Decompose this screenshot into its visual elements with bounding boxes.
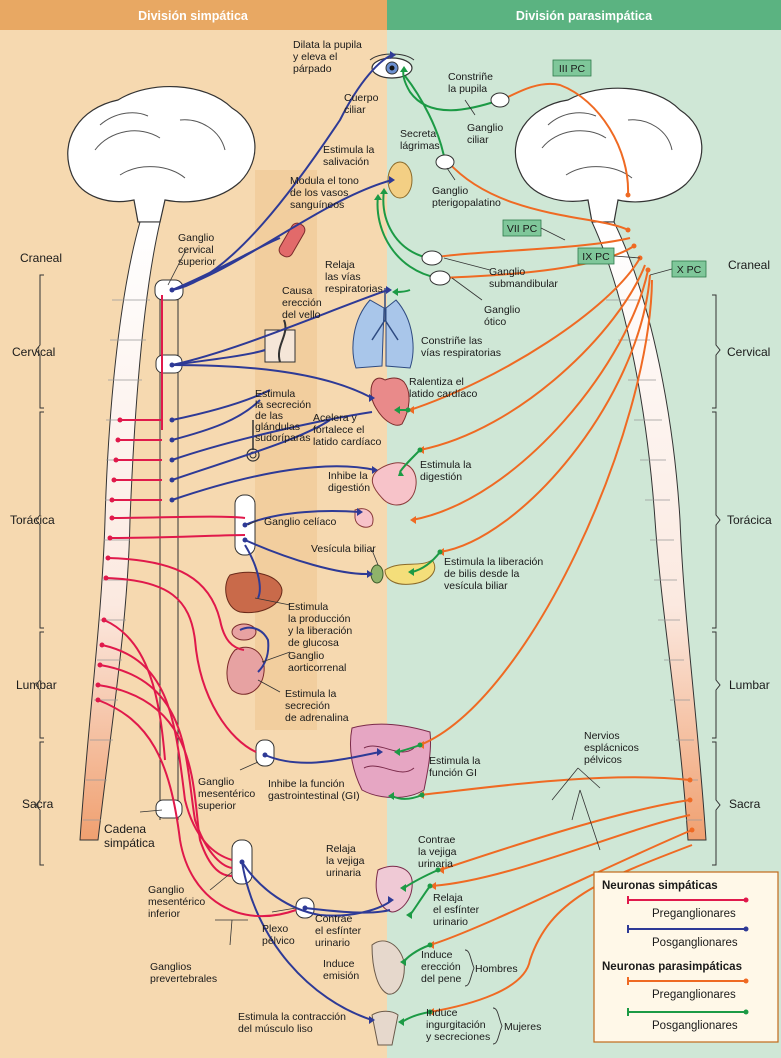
uterus	[371, 1010, 399, 1046]
cranial-nerve-tags: III PC VII PC IX PC X PC	[502, 59, 707, 278]
left-brain	[67, 86, 256, 223]
legend-para-pre: Preganglionares	[652, 989, 736, 1001]
sympathetic-header: División simpática	[138, 9, 249, 23]
parasympathetic-header-bar	[387, 0, 781, 30]
level-labels-right: Craneal Cervical Torácica Lumbar Sacra	[712, 258, 772, 866]
right-spinal-column	[591, 221, 707, 841]
level-lumbar-right: Lumbar	[729, 678, 770, 692]
level-sacral-right: Sacra	[729, 797, 761, 811]
nerve-vii: VII PC	[507, 223, 538, 235]
nerve-x: X PC	[677, 264, 702, 276]
sympathetic-header-bar	[0, 0, 387, 30]
sympathetic-preganglionic-fibers	[97, 295, 297, 918]
legend-box	[593, 871, 779, 1043]
sympathetic-postganglionic-endings	[169, 51, 396, 1024]
legend-sympathetic-title: Neuronas simpáticas	[602, 880, 718, 892]
level-thoracic-right: Torácica	[727, 513, 772, 527]
label-men: Hombres	[475, 963, 518, 975]
level-thoracic-left: Torácica	[10, 513, 55, 527]
level-labels-left: Craneal Cervical Torácica Lumbar Sacra	[10, 251, 62, 866]
level-cervical-right: Cervical	[727, 345, 770, 359]
sympathetic-chain	[154, 279, 184, 820]
sympathetic-postganglionic-fibers	[171, 54, 393, 1021]
label-gallbladder: Vesícula biliar	[311, 543, 376, 555]
legend-parasympathetic-title: Neuronas parasimpáticas	[602, 961, 742, 973]
lungs	[352, 288, 414, 369]
nerve-iii: III PC	[559, 63, 586, 75]
level-sacral-left: Sacra	[22, 797, 54, 811]
nerve-ix: IX PC	[582, 251, 610, 263]
adrenal-gland	[231, 623, 257, 641]
label-women: Mujeres	[504, 1021, 541, 1033]
label-celiac-ganglion: Ganglio celíaco	[264, 516, 337, 528]
stomach	[371, 462, 417, 506]
level-cranial-right: Craneal	[728, 258, 770, 272]
sympathetic-preganglionic-endings	[95, 417, 123, 703]
bladder	[375, 865, 413, 913]
splanchnic-pointers	[551, 767, 601, 851]
level-cervical-left: Cervical	[12, 345, 55, 359]
parasympathetic-preganglionic-fibers	[409, 82, 693, 1013]
legend-symp-pre: Preganglionares	[652, 908, 736, 920]
level-cranial-left: Craneal	[20, 251, 62, 265]
kidney	[226, 646, 265, 695]
leader-lines	[139, 99, 491, 946]
intestines	[349, 723, 431, 798]
male-genitals	[371, 940, 405, 995]
parasympathetic-header: División parasimpática	[516, 9, 653, 23]
right-brain	[514, 87, 703, 223]
legend-symp-post: Posganglionares	[652, 937, 738, 949]
liver	[225, 571, 283, 614]
blood-vessel	[278, 222, 306, 258]
parasympathetic-ganglia	[421, 92, 510, 286]
legend: Neuronas simpáticas Preganglionares Posg…	[593, 871, 779, 1043]
salivary-gland	[387, 161, 413, 199]
legend-para-post: Posganglionares	[652, 1020, 738, 1032]
